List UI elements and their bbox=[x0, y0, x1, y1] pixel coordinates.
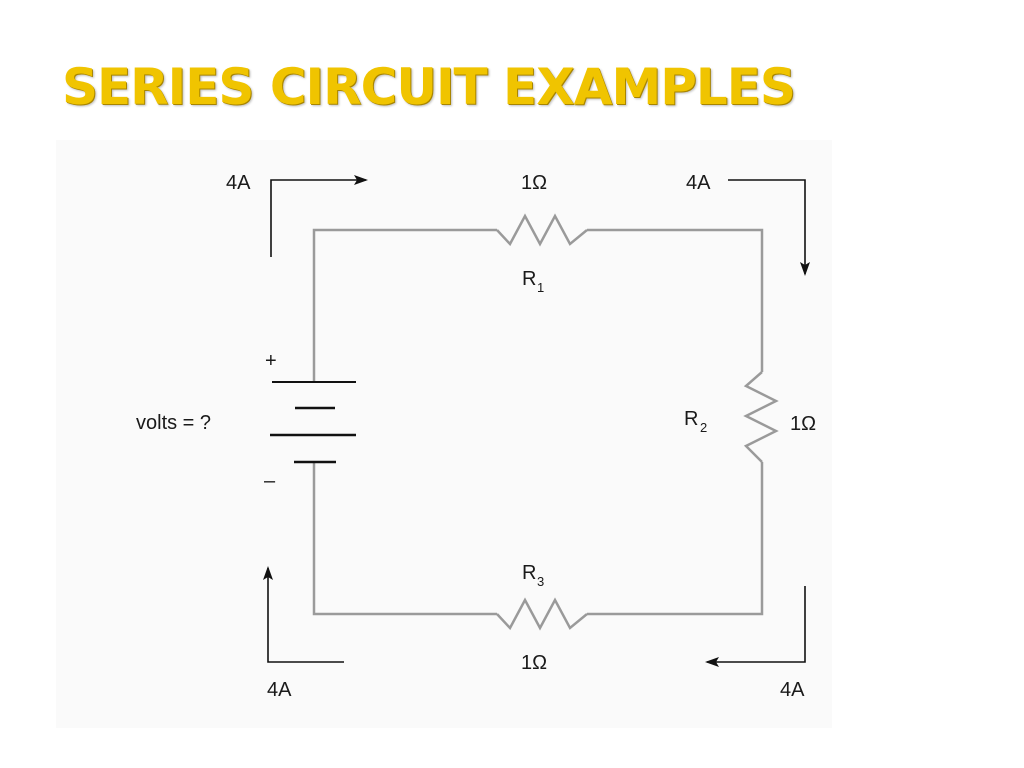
resistor-r1-subscript: 1 bbox=[537, 280, 544, 295]
circuit-diagram-panel bbox=[56, 140, 832, 728]
resistor-r3-subscript: 3 bbox=[537, 574, 544, 589]
battery-voltage-label: volts = ? bbox=[136, 412, 211, 434]
resistor-r2-label: R 2 bbox=[684, 408, 707, 435]
top-left-wire bbox=[312, 228, 497, 382]
resistor-r1-label: R 1 bbox=[522, 268, 544, 295]
resistor-r2-name: R bbox=[684, 408, 698, 430]
current-label-top-left: 4A bbox=[226, 172, 251, 194]
current-label-top-right: 4A bbox=[686, 172, 711, 194]
resistor-r1-value: 1Ω bbox=[521, 172, 547, 194]
resistor-r2-symbol bbox=[743, 371, 779, 463]
current-label-bottom-left: 4A bbox=[267, 679, 292, 701]
resistor-r3-value: 1Ω bbox=[521, 652, 547, 674]
resistor-r3-label: R 3 bbox=[522, 562, 544, 589]
bottom-left-wire bbox=[312, 462, 497, 616]
current-arrow-top-right bbox=[728, 179, 810, 276]
battery-minus-sign: – bbox=[264, 470, 276, 492]
top-right-wire bbox=[587, 228, 764, 372]
battery-plus-sign: + bbox=[265, 350, 277, 372]
circuit-wires bbox=[312, 228, 764, 616]
current-arrow-top-left bbox=[270, 175, 368, 257]
current-arrow-bottom-right bbox=[705, 586, 806, 667]
battery-symbol bbox=[270, 381, 356, 464]
resistor-r1-symbol bbox=[496, 213, 588, 247]
slide-title: SERIES CIRCUIT EXAMPLES bbox=[62, 58, 796, 116]
resistor-r2-subscript: 2 bbox=[700, 420, 707, 435]
current-label-bottom-right: 4A bbox=[780, 679, 805, 701]
resistor-r2-value: 1Ω bbox=[790, 413, 816, 435]
bottom-right-wire bbox=[587, 462, 764, 616]
resistor-r3-symbol bbox=[496, 597, 588, 631]
current-arrow-bottom-left bbox=[263, 566, 344, 663]
resistor-r3-name: R bbox=[522, 562, 536, 584]
resistor-r1-name: R bbox=[522, 268, 536, 290]
